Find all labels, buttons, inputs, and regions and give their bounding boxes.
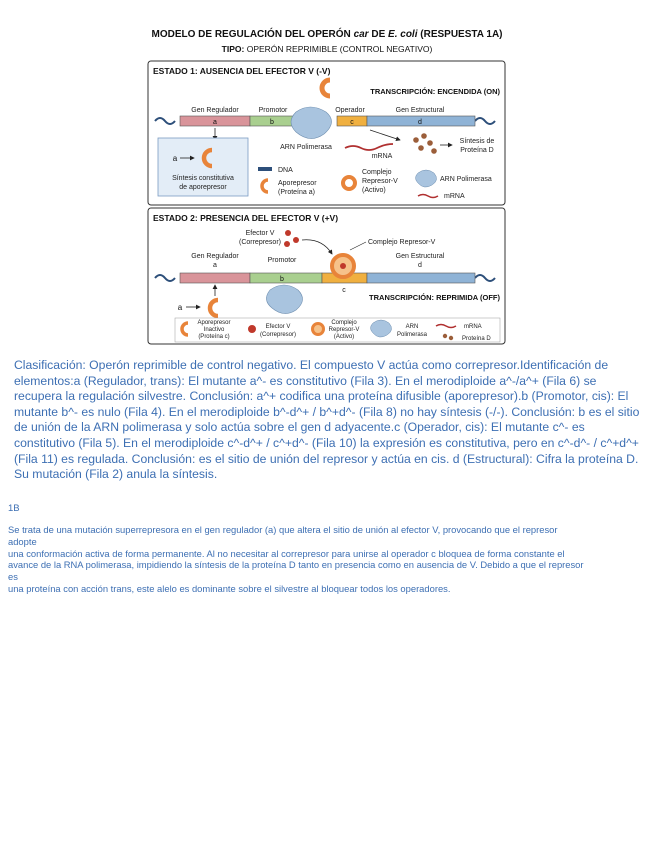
legend2-arn-1: ARN bbox=[406, 324, 419, 330]
legend-complex-1: Complejo bbox=[362, 169, 392, 176]
state2-gene-b-label: b bbox=[280, 276, 284, 283]
state2-aporepressor-icon bbox=[207, 297, 219, 319]
state2-title: ESTADO 2: PRESENCIA DEL EFECTOR V (+V) bbox=[153, 213, 338, 223]
state1-label-gen-estructural: Gen Estructural bbox=[396, 107, 445, 114]
answer-1b-line: Se trata de una mutación superrepresora … bbox=[8, 524, 558, 535]
state1-gene-c-label: c bbox=[350, 119, 354, 126]
state1-protein-d-dots bbox=[413, 133, 437, 154]
legend-complex-icon bbox=[341, 175, 357, 191]
state1-transcription-arrow bbox=[369, 129, 401, 142]
state2-effector-arrow bbox=[301, 239, 333, 255]
legend-mrna-label: mRNA bbox=[444, 193, 465, 200]
state1-dna-helix bbox=[154, 117, 496, 125]
answer-1b-line: avance de la RNA polimerasa, impidiendo … bbox=[8, 559, 584, 571]
answer-1b-line: es bbox=[8, 571, 18, 583]
state1-transcription: TRANSCRIPCIÓN: ENCENDIDA (ON) bbox=[370, 87, 500, 96]
legend-polymerase-label: ARN Polimerasa bbox=[440, 176, 492, 183]
state1-gene-d-label: d bbox=[418, 119, 422, 126]
state2-label-gen-regulador: Gen Regulador bbox=[191, 253, 239, 260]
state2-gene-d bbox=[366, 272, 476, 284]
legend-aporepressor-2: (Proteína a) bbox=[278, 189, 315, 196]
state1-sintesis-d-2: Proteína D bbox=[460, 147, 493, 154]
legend2-effector-icon bbox=[248, 325, 256, 333]
answer-1b-line: una conformación activa de forma permane… bbox=[8, 547, 565, 559]
state1-constitutive-box bbox=[157, 137, 249, 197]
legend2-efector-2: (Correpresor) bbox=[260, 332, 296, 338]
legend-dna-swatch bbox=[258, 167, 272, 171]
state2-effector-dots bbox=[284, 230, 299, 247]
legend-aporepressor-1: Aporepresor bbox=[278, 180, 317, 187]
state1-rna-polymerase-icon bbox=[290, 106, 332, 139]
legend-complex-3: (Activo) bbox=[362, 187, 386, 194]
answer-1b-line: una proteína con acción trans, este alel… bbox=[8, 582, 451, 594]
state1-arn-polimerasa-label: ARN Polimerasa bbox=[280, 144, 332, 151]
state1-constitutive-1: Síntesis constitutiva bbox=[172, 175, 234, 182]
state2-label-promotor: Promotor bbox=[268, 257, 297, 264]
state1-gene-d bbox=[366, 115, 476, 127]
explanation-paragraph: Clasificación: Operón reprimible de cont… bbox=[14, 358, 640, 482]
legend2-apo-2: Inactivo bbox=[204, 327, 225, 333]
state2-gene-b bbox=[249, 272, 323, 284]
legend2-complejo-2: Represor-V bbox=[329, 327, 360, 333]
legend-complex-2: Represor-V bbox=[362, 178, 398, 185]
legend2-apo-1: Aporepresor bbox=[197, 320, 230, 326]
state2-label-gen-estructural: Gen Estructural bbox=[396, 253, 445, 260]
figure-title: MODELO DE REGULACIÓN DEL OPERÓN car DE E… bbox=[152, 27, 503, 40]
legend-polymerase-icon bbox=[415, 169, 437, 188]
state2-label-d-top: d bbox=[418, 262, 422, 269]
legend2-mrna-icon bbox=[435, 323, 457, 329]
state1-box-a-label: a bbox=[173, 154, 178, 163]
answer-1b-paragraph: Se trata de una mutación superrepresora … bbox=[8, 524, 655, 595]
state2-box-a-label: a bbox=[178, 303, 183, 312]
state1-gene-b-label: b bbox=[270, 119, 274, 126]
legend-mrna-icon bbox=[417, 193, 439, 199]
answer-1b-heading: 1B bbox=[8, 503, 20, 514]
state2-complejo-line bbox=[349, 241, 367, 251]
legend2-complejo-3: (Activo) bbox=[334, 334, 354, 340]
answer-1b-line: adopte bbox=[8, 535, 37, 547]
legend2-mrna-label: mRNA bbox=[464, 324, 482, 330]
legend2-protein-d-icon bbox=[442, 333, 454, 341]
state1-gene-a-label: a bbox=[213, 119, 217, 126]
state1-label-gen-regulador: Gen Regulador bbox=[191, 107, 239, 114]
legend2-arn-2: Polimerasa bbox=[397, 332, 428, 338]
state1-mrna-label: mRNA bbox=[372, 153, 393, 160]
state2-gene-c-label: c bbox=[342, 287, 346, 294]
state2-dna-helix bbox=[154, 274, 496, 282]
state1-constitutive-2: de aporepresor bbox=[179, 184, 227, 191]
operon-model-figure: MODELO DE REGULACIÓN DEL OPERÓN car DE E… bbox=[147, 27, 506, 345]
state2-complejo-label: Complejo Represor-V bbox=[368, 239, 436, 246]
legend-aporepressor-icon bbox=[260, 178, 269, 194]
state1-mrna-strand bbox=[344, 143, 394, 151]
legend2-aporepressor-icon bbox=[180, 321, 189, 337]
legend-dna-label: DNA bbox=[278, 167, 293, 174]
legend2-complejo-1: Complejo bbox=[331, 320, 357, 326]
state2-transcription: TRANSCRIPCIÓN: REPRIMIDA (OFF) bbox=[369, 293, 500, 302]
state2-rna-polymerase-icon bbox=[266, 284, 303, 314]
state2-label-a-top: a bbox=[213, 262, 217, 269]
state1-label-operador: Operador bbox=[335, 107, 365, 114]
state2-efector-2: (Correpresor) bbox=[239, 239, 281, 246]
state1-aporepressor-icon bbox=[201, 147, 213, 169]
state1-sintesis-d-1: Síntesis de bbox=[460, 138, 495, 145]
state2-efector-1: Efector V bbox=[246, 230, 275, 237]
state1-label-promotor: Promotor bbox=[259, 107, 288, 114]
free-aporepressor-icon bbox=[319, 77, 331, 99]
legend2-proteina-d-label: Proteína D bbox=[462, 336, 491, 342]
legend2-polymerase-icon bbox=[370, 319, 392, 338]
legend2-complex-icon bbox=[311, 322, 325, 336]
state2-bound-effector-icon bbox=[340, 263, 346, 269]
figure-subtitle: TIPO: OPERÓN REPRIMIBLE (CONTROL NEGATIV… bbox=[222, 44, 433, 54]
state1-title: ESTADO 1: AUSENCIA DEL EFECTOR V (-V) bbox=[153, 66, 331, 76]
legend2-efector-1: Efector V bbox=[266, 324, 291, 330]
state2-gene-a bbox=[179, 272, 251, 284]
legend2-apo-3: (Proteína c) bbox=[198, 334, 229, 340]
